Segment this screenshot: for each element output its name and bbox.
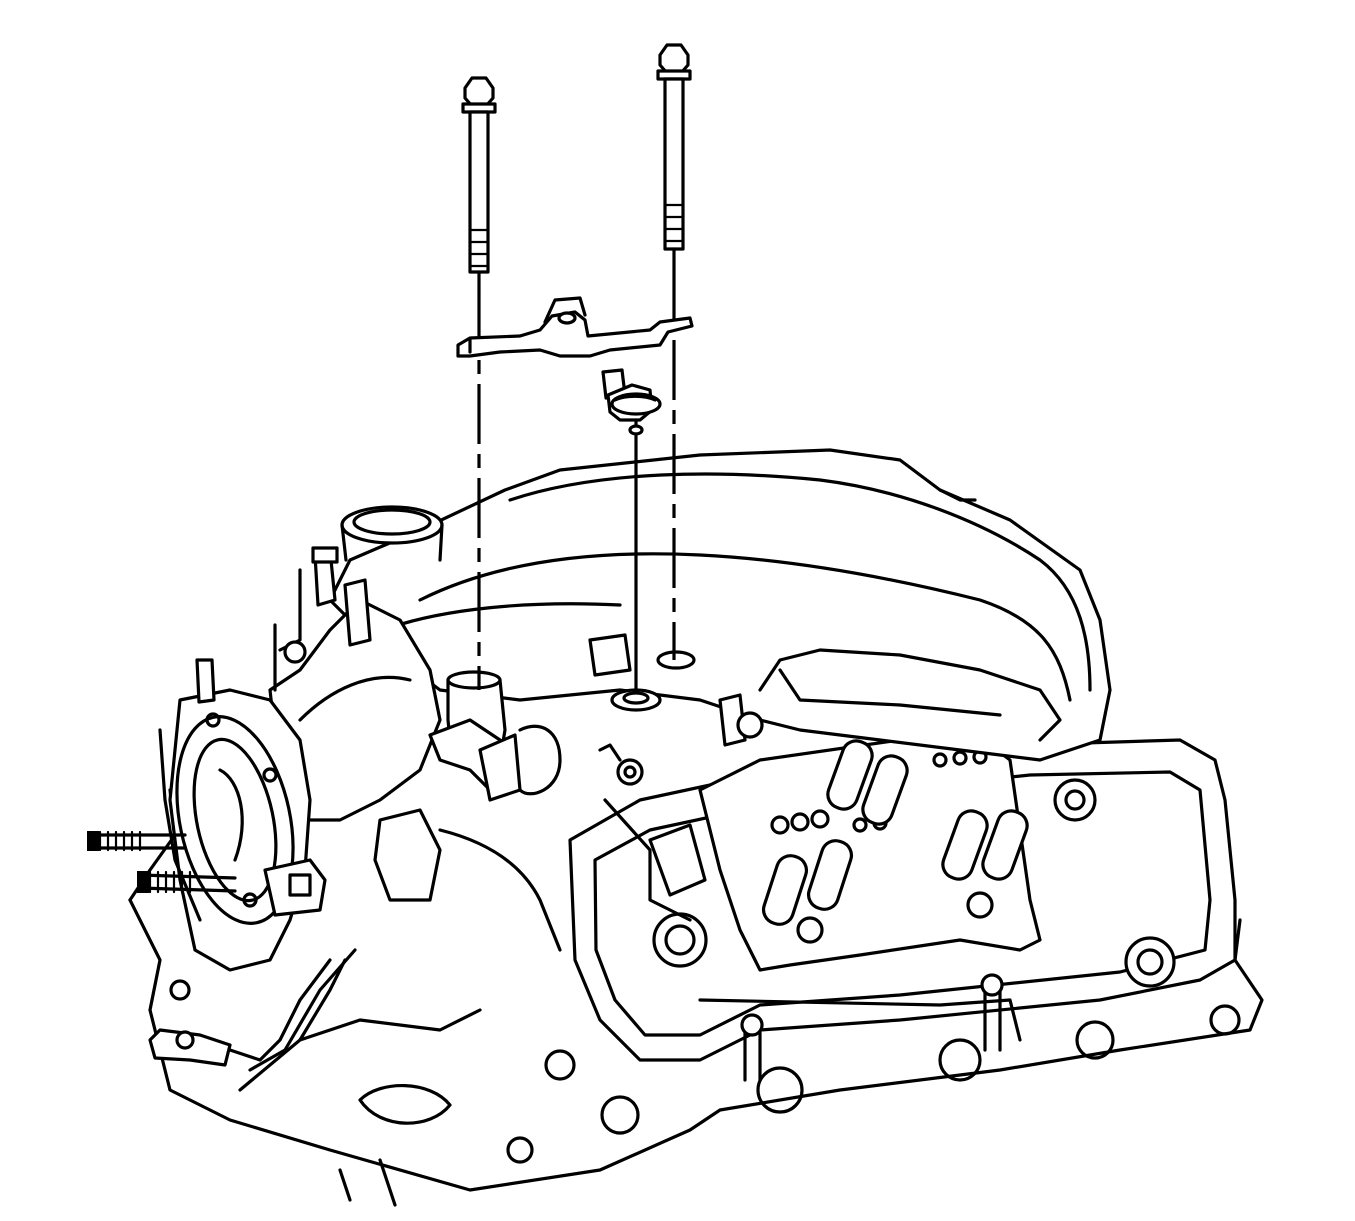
intake-manifold <box>268 448 1112 822</box>
ignition-coil-pack <box>603 738 1042 1082</box>
wiring-harness-bracket <box>456 296 694 358</box>
throttle-body <box>87 658 327 972</box>
hose <box>148 808 562 1072</box>
sensor <box>601 368 662 692</box>
bolt-left <box>461 76 497 690</box>
bolt-right <box>656 43 692 660</box>
